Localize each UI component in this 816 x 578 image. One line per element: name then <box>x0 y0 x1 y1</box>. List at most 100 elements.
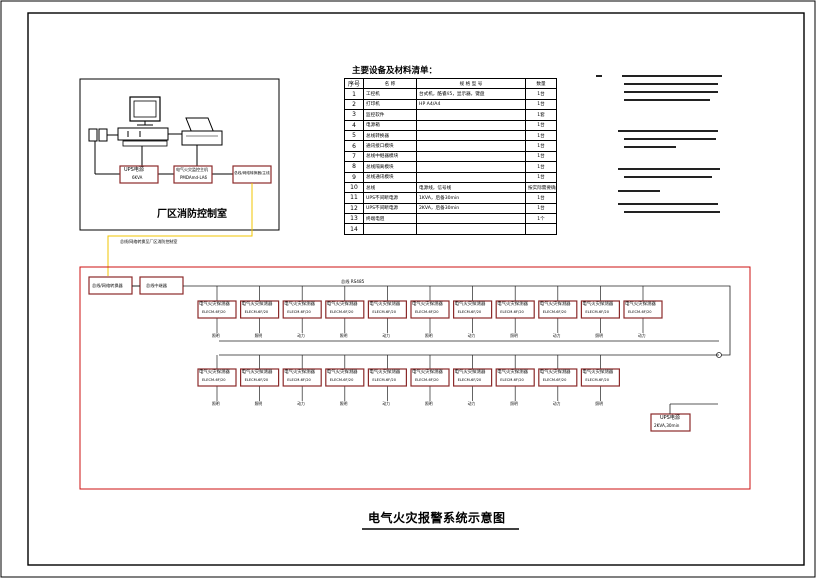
detector-box <box>240 368 280 387</box>
note-line <box>624 211 720 213</box>
table-cell: 电源线，信号线 <box>416 181 526 194</box>
detector-box <box>538 300 578 319</box>
table-cell: 总线转换器 <box>363 129 417 142</box>
main-bus-line <box>183 285 731 356</box>
table-cell: 8 <box>344 161 364 173</box>
detector-box <box>410 300 450 319</box>
ups-label: UPS电源 <box>124 167 144 173</box>
detector-name: 电气火灾探测器 <box>454 370 486 375</box>
load-label: 照明 <box>510 333 518 338</box>
table-cell: 1台 <box>525 202 557 215</box>
diagram-title: 电气火灾报警系统示意图 <box>368 511 506 525</box>
table-cell: 1台 <box>525 171 557 183</box>
detector-model: ELECM-6F/20 <box>287 310 311 314</box>
table-cell: 1套 <box>525 109 557 121</box>
field-ups-label: UPS电源 <box>660 415 680 421</box>
table-cell: UPS不间断电源 <box>363 192 417 204</box>
note-line <box>618 130 718 132</box>
load-label: 照明 <box>212 401 220 406</box>
note-line <box>624 146 676 148</box>
note-line <box>624 99 710 101</box>
note-line <box>618 203 718 205</box>
detector-name: 电气火灾探测器 <box>412 302 443 307</box>
detector-model: ELECM-6F/20 <box>329 378 354 382</box>
ups-spec: 6KVA <box>132 175 143 180</box>
table-cell: 1台 <box>525 119 557 131</box>
detector-model: ELECM-6F/20 <box>415 378 439 382</box>
load-label: 照明 <box>254 401 263 406</box>
load-label: 动力 <box>467 401 476 406</box>
host-cpu-icon <box>117 127 169 141</box>
load-label: 照明 <box>425 401 433 406</box>
table-cell: 终端电阻 <box>363 213 417 225</box>
detector-name: 电气火灾探测器 <box>454 302 486 307</box>
table-cell: 1台 <box>525 98 557 111</box>
note-line <box>618 168 720 170</box>
detector-box <box>495 368 535 387</box>
detector-name: 电气火灾探测器 <box>199 302 230 307</box>
bus-converter-label: 总线/网络转换器 <box>92 283 123 288</box>
table-cell: 1台 <box>525 150 557 163</box>
detector-name: 电气火灾探测器 <box>369 302 401 307</box>
detector-name: 电气火灾探测器 <box>539 370 571 375</box>
detector-name: 电气火灾探测器 <box>539 302 571 307</box>
detector-model: ELECM-6F/20 <box>585 310 609 314</box>
table-header-row: 序号名 称规 格 型 号数量 <box>344 77 557 90</box>
inner-frame <box>27 12 805 566</box>
detector-name: 电气火灾探测器 <box>497 302 528 307</box>
host-model: PMDAmd-LA6 <box>180 175 208 180</box>
ups-box-control-room <box>119 165 159 184</box>
detector-model: ELECM-6F/20 <box>415 310 439 314</box>
detector-name: 电气火灾探测器 <box>582 302 614 307</box>
table-header-cell: 名 称 <box>363 77 417 90</box>
note-line <box>596 75 602 77</box>
detector-model: ELECM-6F/20 <box>500 378 524 382</box>
cable-note: 总线/网络转换至厂区消防控制室 <box>120 239 178 244</box>
detector-model: ELECM-6F/20 <box>244 310 269 314</box>
table-cell: HP A4/A4 <box>416 98 526 111</box>
field-ups-spec: 2KVA,30min <box>654 423 680 428</box>
detector-model: ELECM-6F/20 <box>329 310 354 314</box>
bus-wiring <box>216 286 719 401</box>
detector-box <box>367 300 407 319</box>
table-cell <box>416 171 526 183</box>
table-cell: 11 <box>344 192 364 204</box>
load-label: 照明 <box>595 333 603 338</box>
table-cell: 6 <box>344 140 364 152</box>
detector-box <box>197 300 237 319</box>
detector-box <box>623 300 663 319</box>
speaker-icon <box>98 128 108 142</box>
table-cell <box>416 119 526 131</box>
table-cell: 按实际需要确定 <box>525 181 557 194</box>
table-cell <box>416 109 526 121</box>
load-label: 动力 <box>297 333 305 338</box>
detector-row-2 <box>197 368 621 387</box>
ups-box-field <box>650 413 691 432</box>
detector-name: 电气火灾探测器 <box>284 370 315 375</box>
load-label: 照明 <box>595 401 603 406</box>
detector-box <box>282 300 322 319</box>
table-cell: 工控机 <box>363 88 417 100</box>
table-header-cell: 规 格 型 号 <box>416 77 526 90</box>
detector-box <box>453 368 493 387</box>
converter-label: 总线/网络转换器/主线 <box>234 171 270 175</box>
table-cell: 1KVA，后备30min <box>416 192 526 204</box>
table-cell: 1台 <box>525 161 557 173</box>
detector-model: ELECM-6F/20 <box>542 378 567 382</box>
detector-box <box>240 300 280 319</box>
note-line <box>622 75 722 77</box>
note-line <box>624 91 718 93</box>
table-cell: 1台 <box>525 129 557 142</box>
load-label: 照明 <box>254 333 263 338</box>
bus-label: 总线 RS485 <box>341 279 365 284</box>
speaker-icon <box>88 128 98 142</box>
detector-model: ELECM-6F/20 <box>287 378 311 382</box>
